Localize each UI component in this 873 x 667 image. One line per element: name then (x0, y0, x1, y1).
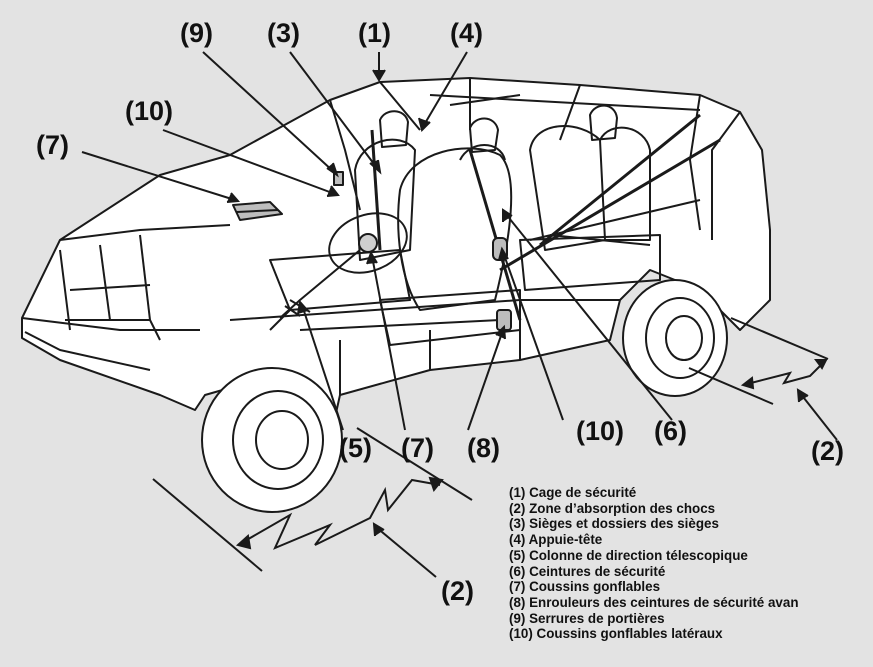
callout-3: (3) (267, 18, 300, 48)
legend-item: (8) Enrouleurs des ceintures de sécurité… (509, 594, 799, 610)
legend-item: (1) Cage de sécurité (509, 485, 637, 500)
callout-7-lower: (7) (401, 433, 434, 463)
legend-list: (1) Cage de sécurité (2) Zone d’absorpti… (509, 485, 799, 642)
legend-item: (5) Colonne de direction télescopique (509, 547, 748, 563)
callout-10-lower: (10) (576, 416, 624, 446)
callout-2-front: (2) (441, 576, 474, 606)
callout-6: (6) (654, 416, 687, 446)
legend-item: (3) Sièges et dossiers des sièges (509, 516, 719, 532)
callout-2-rear: (2) (811, 436, 844, 466)
crumple-zone-rear (688, 317, 829, 405)
callout-8: (8) (467, 433, 500, 463)
callout-10-upper: (10) (125, 96, 173, 126)
crumple-zone-front (152, 427, 473, 572)
front-wheel (201, 367, 343, 513)
vehicle-body (21, 77, 771, 461)
callout-4: (4) (450, 18, 483, 48)
leader-lines (81, 51, 838, 578)
legend-item: (9) Serrures de portières (509, 610, 665, 626)
callout-7-upper: (7) (36, 130, 69, 160)
callout-5: (5) (339, 433, 372, 463)
callout-9: (9) (180, 18, 213, 48)
legend-item: (6) Ceintures de sécurité (509, 563, 666, 579)
callout-labels: (1) (2) (2) (3) (4) (5) (6) (7) (7) (8) … (36, 18, 844, 606)
rear-wheel (622, 279, 728, 397)
legend-item: (10) Coussins gonflables latéraux (509, 626, 723, 642)
callout-1: (1) (358, 18, 391, 48)
legend-item: (7) Coussins gonflables (509, 579, 661, 595)
legend-item: (2) Zone d’absorption des chocs (509, 500, 716, 516)
legend-item: (4) Appuie-tête (509, 532, 603, 548)
